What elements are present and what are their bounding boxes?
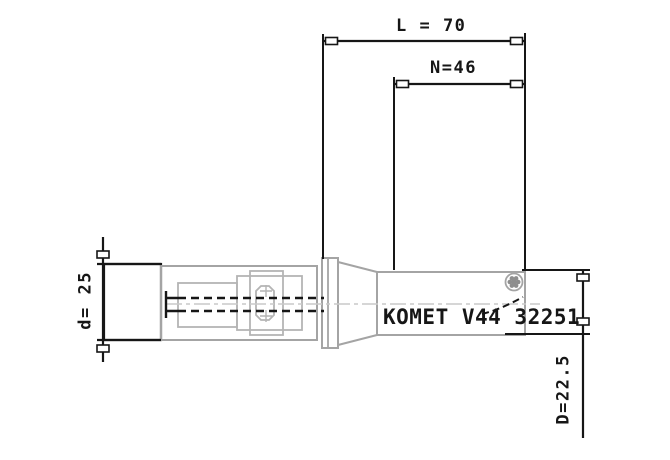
tool-engraving-label: KOMET V44 32251 [383, 305, 581, 329]
collar-rect [321, 257, 339, 349]
insert-pocket-hidden-line [481, 296, 524, 315]
dim-L-arrow-left [324, 36, 339, 46]
shank-end-block [102, 262, 163, 342]
holder-outline [160, 265, 318, 341]
dim-d-arrow-bottom [96, 344, 110, 353]
dimension-L [322, 33, 526, 270]
screw-head-circle [504, 272, 524, 292]
dim-N-arrow-right [509, 79, 524, 89]
tapered-neck [337, 261, 378, 346]
dim-d-ext-lines [97, 262, 161, 342]
hidden-edges [164, 291, 524, 318]
shank-end-rect [102, 262, 163, 342]
dim-d-arrow-top [96, 250, 110, 259]
screw-torx-pattern [507, 276, 521, 288]
dim-L-arrow-right [509, 36, 524, 46]
dim-D-arrow-top [576, 273, 590, 282]
hidden-shank-lines [178, 296, 324, 313]
dim-N-label: N=46 [430, 58, 477, 78]
internal-bore-rect [236, 275, 303, 331]
dim-d-label: d= 25 [75, 271, 96, 330]
internal-cross-marks [260, 285, 272, 322]
insert-screw-icon [504, 272, 524, 292]
internal-sleeve-rect [177, 282, 238, 328]
dimension-D [505, 269, 590, 438]
dim-L-label: L = 70 [396, 16, 467, 36]
holder-body [160, 265, 318, 341]
dim-D-arrow-bottom [576, 317, 590, 326]
collar-flange [321, 257, 339, 349]
internal-block-rect [249, 270, 284, 336]
dim-N-arrow-left [395, 79, 410, 89]
dimension-d [96, 237, 161, 362]
dimension-N [393, 77, 525, 270]
taper-edges [337, 261, 378, 346]
dim-D-label: D=22.5 [553, 354, 574, 425]
shank-end-bracket [164, 291, 178, 318]
